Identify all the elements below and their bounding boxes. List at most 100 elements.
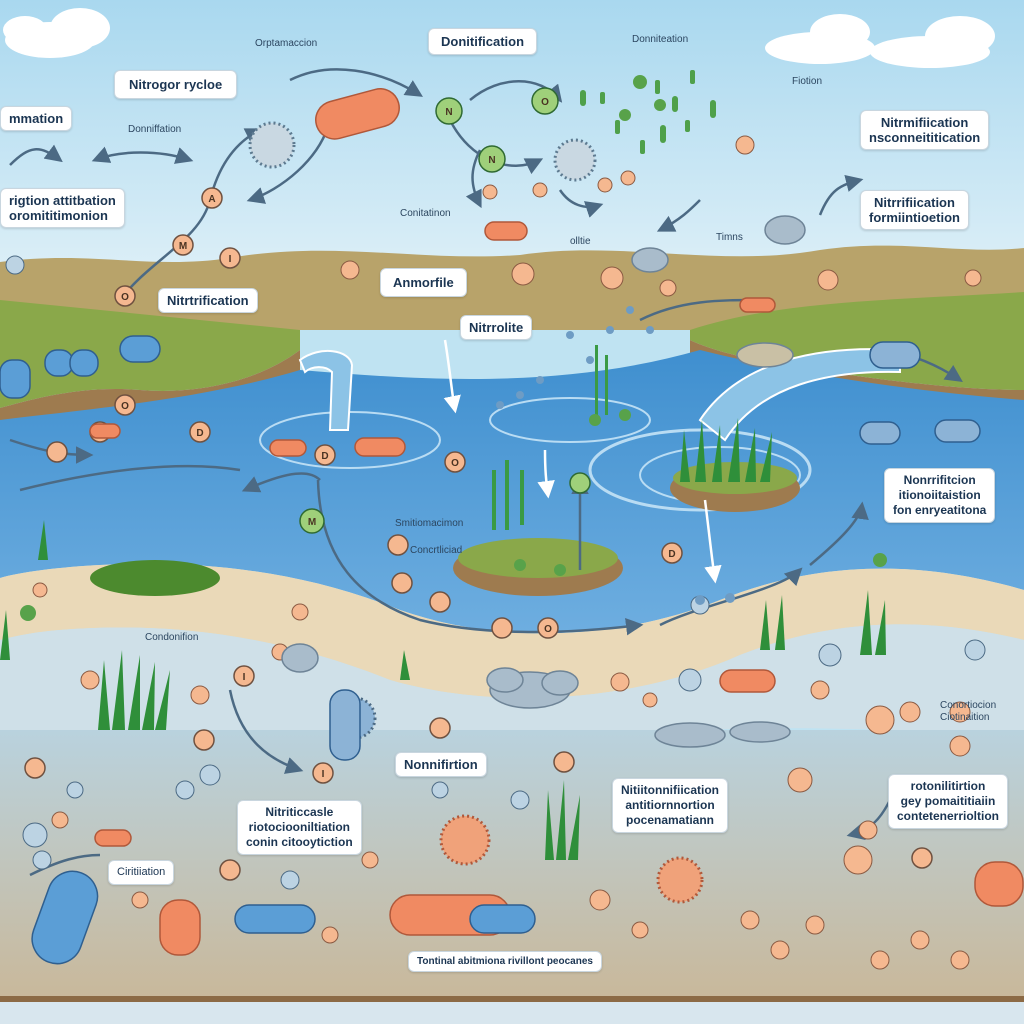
bedrock-line: [0, 996, 1024, 1002]
label-text: Nitrtrification: [167, 293, 249, 308]
node-letter: D: [196, 428, 203, 439]
small-text: Conitatinon: [400, 208, 451, 219]
bacteria-rod-icon: [0, 335, 981, 965]
label-line: conin citooytiction: [246, 835, 353, 849]
small-text: Donniffation: [128, 124, 182, 135]
node-letter: A: [208, 194, 215, 205]
node-letter: I: [243, 672, 246, 683]
bottom-strip: [0, 1002, 1024, 1024]
bacteria-rod-icon: [580, 70, 716, 154]
label-line: formiintioetion: [869, 210, 960, 225]
label-right-top: Nitrmifiication nsconneititication: [860, 110, 990, 150]
coccus-cell-icon: [32, 135, 982, 970]
ripple: [588, 428, 812, 512]
small-text: Smitiomacimon: [395, 518, 464, 529]
small-text: Orptamaccion: [255, 38, 318, 49]
small-text: olltie: [570, 236, 591, 247]
small-text: Timns: [716, 232, 743, 243]
plant-clump-icon: [98, 650, 170, 730]
node-letter: O: [541, 97, 549, 108]
label-line: pocenamatiann: [625, 813, 715, 827]
label-ammonite: Anmorfile: [380, 268, 467, 297]
label-text: mmation: [9, 111, 64, 126]
label-line: fon enryeatitona: [893, 503, 987, 517]
small-text: Ciotinaition: [940, 712, 990, 723]
small-text: Concrtliciad: [410, 545, 463, 556]
label-line: oromititimonion: [9, 208, 108, 223]
sand-band: [0, 563, 1024, 699]
coccus-cell-icon: [20, 75, 887, 621]
label-nitrite: Nitrrolite: [460, 315, 533, 340]
node-letter: N: [445, 107, 452, 118]
label-line: gey pomaititiaiin: [900, 794, 996, 808]
plant-clump-icon: [492, 345, 608, 530]
label-text: Nitrrolite: [469, 320, 524, 335]
molecule-node-icon: [24, 187, 933, 881]
lake-water: [0, 350, 1024, 634]
ripple: [489, 397, 651, 443]
label-bottom-left-box: Nitriticcasle riotociooniltiation conin …: [237, 800, 362, 855]
sediment-clump: [281, 215, 806, 748]
label-nitrogen-cycle: Nitrogor rycloe: [114, 70, 238, 99]
node-letter: O: [544, 624, 552, 635]
label-text: Tontinal abitmiona rivillont peocanes: [417, 956, 593, 967]
label-line: Nitriticcasle: [265, 805, 334, 819]
label-text: Anmorfile: [393, 275, 454, 290]
label-text: Nitrogor rycloe: [129, 77, 223, 92]
node-letter: O: [451, 458, 459, 469]
label-denitrification-top: Donitification: [428, 28, 538, 55]
island-top: [458, 538, 618, 578]
node-letter: I: [229, 254, 232, 265]
label-text: Nonnifirtion: [404, 757, 478, 772]
cycle-arrow-icon: [443, 339, 722, 584]
small-text: Donniteation: [632, 34, 689, 45]
small-text: Condonifion: [145, 632, 199, 643]
small-text: Fiotion: [792, 76, 823, 87]
node-letter: N: [488, 155, 495, 166]
small-text: Conortiocion: [940, 700, 997, 711]
label-line: riotociooniltiation: [248, 820, 350, 834]
node-letter: M: [308, 517, 316, 528]
cloud-icon: [765, 14, 995, 68]
label-center-lower: Nonnifirtion: [395, 752, 487, 777]
label-right-mid: Nitrrifiication formiintioetion: [860, 190, 969, 230]
label-text: Ciritiiation: [117, 866, 166, 878]
label-line: Nitiitonnifiication: [621, 783, 719, 797]
right-bank: [690, 292, 1024, 390]
label-right-lower: Nonrrifitcion itionoiitaistion fon enrye…: [884, 468, 996, 523]
label-text: Donitification: [441, 34, 525, 49]
plant-clump-icon: [680, 418, 772, 482]
cloud-icon: [3, 8, 110, 58]
plant-clump-icon: [0, 520, 886, 680]
label-line: rotonilitirtion: [910, 779, 986, 793]
coccus-cell-icon: [5, 255, 986, 890]
node-letter: D: [668, 549, 675, 560]
label-nitrification-mid: Nitrtrification: [158, 288, 258, 313]
algae-mat: [90, 560, 220, 596]
label-line: itionoiitaistion: [898, 488, 981, 502]
bubble: [496, 306, 735, 605]
label-line: contetenerrioltion: [897, 809, 1000, 823]
label-line: Nitrmifiication: [880, 115, 969, 130]
left-bank-edge: [0, 350, 300, 428]
label-line: Nitrrifiication: [874, 195, 955, 210]
label-left-process: rigtion attitbation oromititimonion: [0, 188, 125, 228]
node-letter: D: [321, 451, 328, 462]
label-bottom-right-box: rotonilitirtion gey pomaititiaiin contet…: [888, 774, 1009, 829]
label-line: antitiornnortion: [625, 798, 715, 812]
waterfall-icon: [298, 349, 354, 431]
label-line: rigtion attitbation: [9, 193, 116, 208]
node-letter: M: [179, 241, 187, 252]
soil-layer: [0, 624, 1024, 752]
label-bottom-mid-box: Nitiitonnifiication antitiornnortion poc…: [612, 778, 728, 833]
label-line: nsconneititication: [869, 130, 981, 145]
node-letter: O: [121, 401, 129, 412]
molecule-node-icon: [299, 87, 591, 534]
label-ammonification-left: mmation: [0, 106, 73, 131]
label-footer: Tontinal abitmiona rivillont peocanes: [408, 951, 602, 972]
plant-clump-icon: [545, 780, 580, 860]
node-letter: I: [322, 769, 325, 780]
right-bank-edge: [690, 340, 1024, 408]
node-letter: O: [121, 292, 129, 303]
label-line: Nonrrifitcion: [903, 473, 976, 487]
